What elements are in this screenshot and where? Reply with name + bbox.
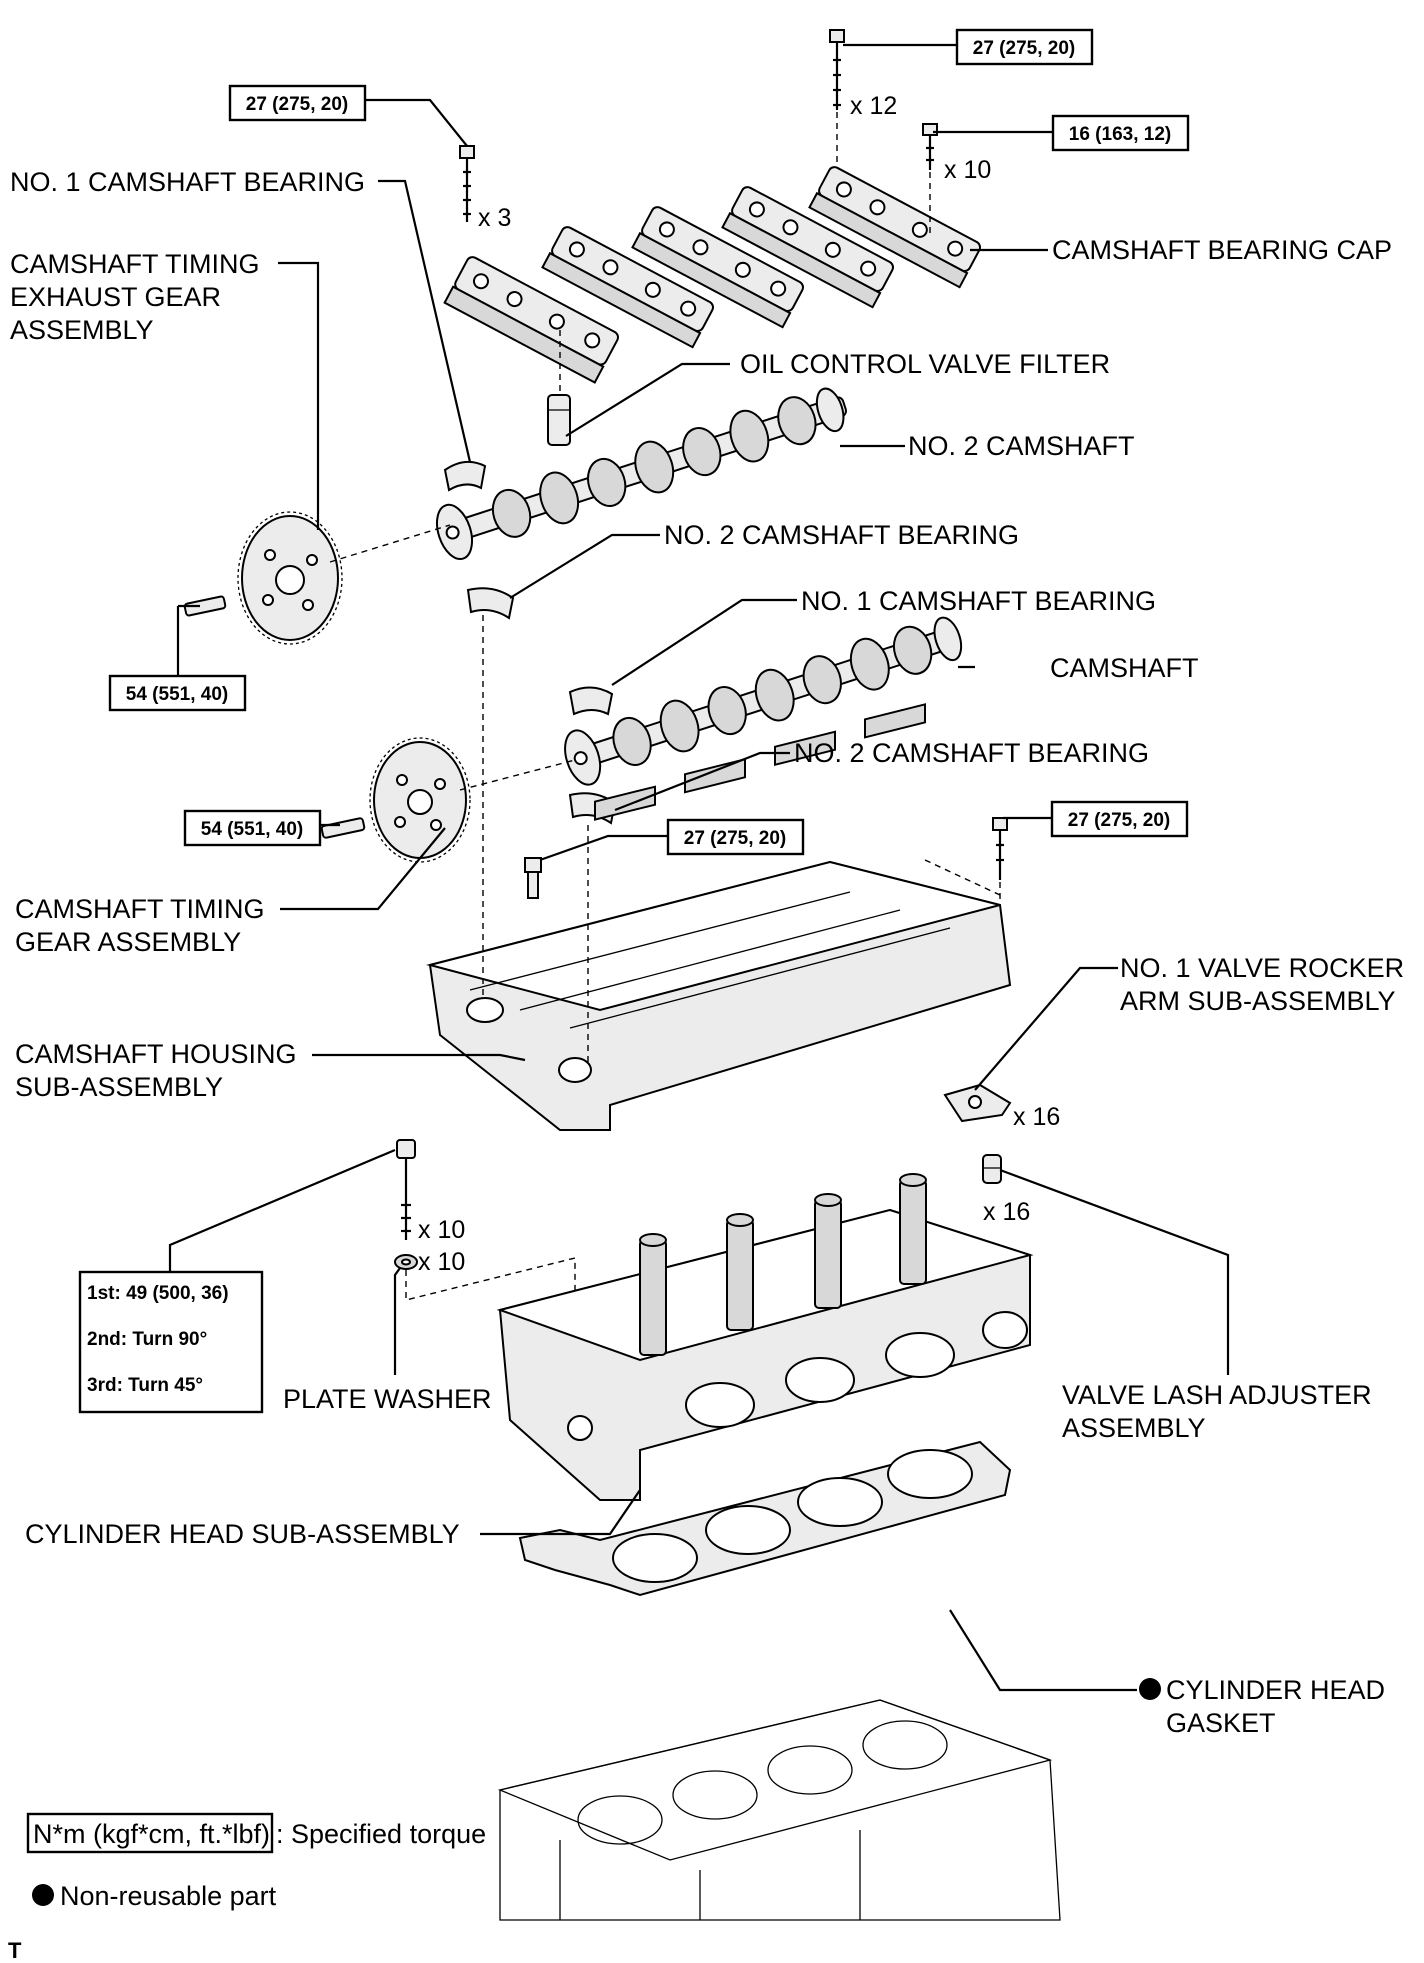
torque-housing-bolt-mid: 27 (275, 20) (684, 828, 786, 849)
cylinder-block-part (497, 1699, 1061, 1921)
label-exhaust-gear-line3: ASSEMBLY (10, 315, 154, 345)
label-timing-gear-line1: CAMSHAFT TIMING (15, 894, 265, 924)
torque-cap-bolt-long: 27 (275, 20) (973, 38, 1075, 59)
torque-cap-bolt-short: 16 (163, 12) (1069, 124, 1171, 145)
label-lash-adjuster-line2: ASSEMBLY (1062, 1413, 1206, 1443)
label-camshaft-bearing-cap: CAMSHAFT BEARING CAP (1052, 235, 1392, 265)
camshaft-part (564, 616, 963, 825)
count-cap-bolt-short: x 10 (944, 156, 991, 184)
label-exhaust-gear-line1: CAMSHAFT TIMING (10, 249, 260, 279)
count-head-bolt: x 10 (418, 1216, 465, 1244)
legend: N*m (kgf*cm, ft.*lbf) : Specified torque… (8, 1812, 486, 1963)
label-oil-control-valve-filter: OIL CONTROL VALVE FILTER (740, 349, 1110, 379)
label-timing-gear-line2: GEAR ASSEMBLY (15, 927, 241, 957)
label-gasket-line2: GASKET (1166, 1708, 1276, 1738)
count-lash-adjuster: x 16 (983, 1198, 1030, 1226)
label-rocker-arm-line1: NO. 1 VALVE ROCKER (1120, 953, 1404, 983)
torque-head-bolt-step3: 3rd: Turn 45° (87, 1375, 203, 1396)
no2-camshaft-bearing-top-part (466, 587, 515, 620)
legend-torque-text: : Specified torque (276, 1819, 486, 1849)
torque-head-bolt-step1: 1st: 49 (500, 36) (87, 1283, 229, 1304)
corner-mark: T (8, 1938, 22, 1963)
label-camshaft-housing-line2: SUB-ASSEMBLY (15, 1072, 223, 1102)
camshaft-housing-part (426, 615, 1012, 1131)
torque-exhaust-gear-bolt: 54 (551, 40) (126, 684, 228, 705)
label-no2-camshaft-bearing-top: NO. 2 CAMSHAFT BEARING (664, 520, 1019, 550)
label-cylinder-head: CYLINDER HEAD SUB-ASSEMBLY (25, 1519, 460, 1549)
quantity-labels: x 12 x 10 x 3 x 10 x 10 x 16 x 16 (418, 92, 1060, 1276)
count-front-bolt: x 3 (478, 204, 511, 232)
part-labels: NO. 1 CAMSHAFT BEARING CAMSHAFT TIMING E… (10, 167, 1404, 1738)
label-exhaust-gear-line2: EXHAUST GEAR (10, 282, 221, 312)
label-no2-camshaft: NO. 2 CAMSHAFT (908, 431, 1135, 461)
timing-gear-part (320, 737, 576, 863)
cylinder-head-gasket-part (518, 1440, 1012, 1597)
label-lash-adjuster-line1: VALVE LASH ADJUSTER (1062, 1380, 1372, 1410)
oil-control-valve-filter-part (547, 330, 571, 446)
torque-timing-gear-bolt: 54 (551, 40) (201, 819, 303, 840)
count-cap-bolt-long: x 12 (850, 92, 897, 120)
head-bolt-part (394, 1139, 576, 1301)
torque-boxes: 27 (275, 20) 27 (275, 20) 16 (163, 12) 5… (78, 28, 1190, 1414)
count-plate-washer: x 10 (418, 1248, 465, 1276)
label-camshaft-housing-line1: CAMSHAFT HOUSING (15, 1039, 297, 1069)
label-no1-camshaft-bearing-mid: NO. 1 CAMSHAFT BEARING (801, 586, 1156, 616)
legend-torque-units: N*m (kgf*cm, ft.*lbf) (33, 1819, 270, 1849)
label-no1-camshaft-bearing-top: NO. 1 CAMSHAFT BEARING (10, 167, 365, 197)
label-camshaft: CAMSHAFT (1050, 653, 1199, 683)
cylinder-head-part (496, 1173, 1034, 1501)
torque-head-bolt-step2: 2nd: Turn 90° (87, 1329, 207, 1350)
torque-housing-bolt-right: 27 (275, 20) (1068, 810, 1170, 831)
legend-non-reusable-text: Non-reusable part (60, 1881, 277, 1911)
exhaust-timing-gear-part (183, 511, 451, 645)
leader-lines (168, 43, 1230, 1692)
label-no2-camshaft-bearing-mid: NO. 2 CAMSHAFT BEARING (794, 738, 1149, 768)
label-rocker-arm-line2: ARM SUB-ASSEMBLY (1120, 986, 1396, 1016)
no2-camshaft-part (436, 387, 847, 560)
torque-cap-bolt-front: 27 (275, 20) (246, 94, 348, 115)
label-plate-washer: PLATE WASHER (283, 1384, 492, 1414)
housing-bolts (524, 817, 1008, 905)
label-gasket-line1: CYLINDER HEAD (1166, 1675, 1385, 1705)
rocker-and-adjuster-parts (943, 1083, 1012, 1184)
cap-bolts (459, 29, 938, 235)
count-rocker-arm: x 16 (1013, 1103, 1060, 1131)
camshaft-bearing-caps (443, 166, 981, 384)
non-reusable-marker-gasket (1139, 1678, 1161, 1700)
legend-non-reusable-marker (32, 1884, 54, 1906)
